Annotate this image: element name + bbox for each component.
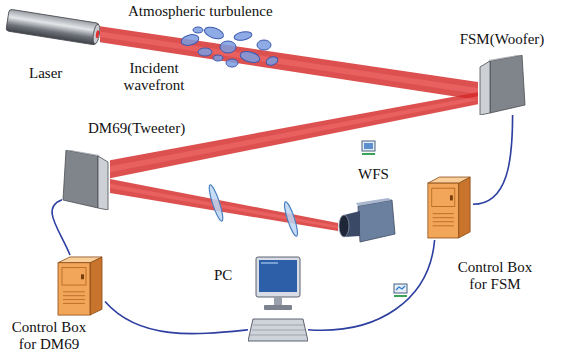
camera-body bbox=[338, 198, 396, 250]
control-cable bbox=[105, 302, 248, 334]
mirror-body bbox=[478, 55, 526, 115]
annotation: Atmospheric turbulence bbox=[128, 3, 273, 20]
beam-core bbox=[100, 32, 478, 94]
control-cable bbox=[308, 240, 435, 330]
laser-beam bbox=[110, 179, 338, 231]
wavefront-sensor: WFS bbox=[338, 198, 396, 250]
laser-source: Laser bbox=[5, 5, 100, 50]
laser-body bbox=[5, 5, 100, 50]
device-label: FSM(Woofer) bbox=[460, 31, 545, 48]
device-label: Control Box for FSM bbox=[449, 259, 541, 294]
mirror-body bbox=[62, 150, 110, 210]
control-cable bbox=[52, 200, 70, 255]
beam-core bbox=[110, 184, 338, 229]
device-label: DM69(Tweeter) bbox=[88, 120, 185, 137]
control-cable bbox=[473, 115, 513, 204]
fast-steering-mirror: FSM(Woofer) bbox=[478, 55, 526, 115]
laser-beam bbox=[100, 26, 478, 100]
control-box: Control Box for DM69 bbox=[55, 255, 105, 317]
device-label: WFS bbox=[358, 166, 389, 183]
control-box: Control Box for FSM bbox=[425, 175, 473, 240]
lens bbox=[282, 201, 300, 237]
computer-body bbox=[248, 255, 308, 343]
cabinet-body bbox=[55, 255, 105, 317]
control-cable bbox=[52, 200, 70, 255]
control-cable bbox=[308, 240, 435, 330]
device-label: PC bbox=[214, 267, 232, 284]
device-label: Control Box for DM69 bbox=[3, 319, 95, 354]
device-label: Laser bbox=[29, 65, 62, 82]
cabinet-body bbox=[425, 175, 473, 240]
turbulence-cells bbox=[180, 25, 279, 67]
computer: PC bbox=[248, 255, 308, 343]
control-cable bbox=[473, 115, 513, 204]
annotation: Incident wavefront bbox=[112, 60, 196, 95]
laser-beam bbox=[110, 179, 338, 231]
signal-icon bbox=[394, 284, 407, 296]
lens bbox=[207, 184, 225, 222]
control-cable bbox=[105, 302, 248, 334]
laser-beam bbox=[100, 26, 478, 100]
signal-icon bbox=[362, 141, 375, 154]
deformable-mirror: DM69(Tweeter) bbox=[62, 150, 110, 210]
